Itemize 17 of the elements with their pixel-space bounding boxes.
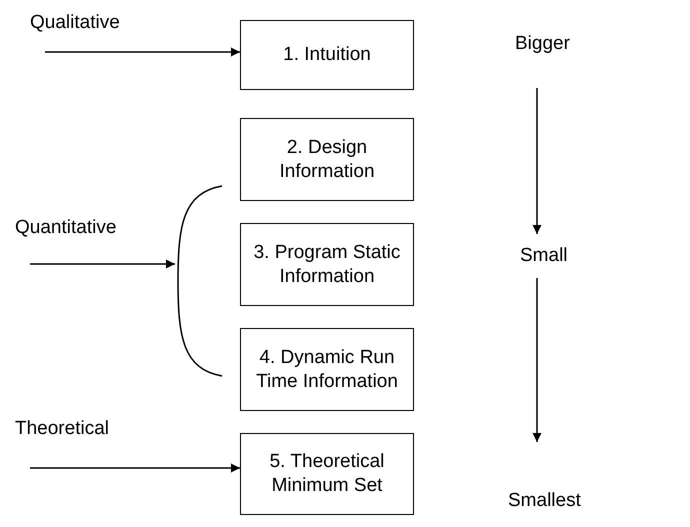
- process-box: 3. Program Static Information: [240, 223, 414, 306]
- arrow: [45, 48, 240, 56]
- bracket: [175, 185, 225, 377]
- process-box: 5. Theoretical Minimum Set: [240, 433, 414, 515]
- arrow: [532, 278, 542, 442]
- arrow: [532, 88, 542, 234]
- text-label: Quantitative: [15, 217, 165, 264]
- arrow: [30, 464, 240, 472]
- text-label: Small: [520, 234, 580, 278]
- text-label: Theoretical: [15, 418, 165, 468]
- arrow: [30, 260, 175, 268]
- text-label: Smallest: [508, 442, 590, 512]
- process-box: 1. Intuition: [240, 20, 414, 90]
- text-label: Bigger: [515, 33, 575, 88]
- process-box: 2. Design Information: [240, 118, 414, 201]
- text-label: Qualitative: [30, 12, 140, 52]
- process-box: 4. Dynamic Run Time Information: [240, 328, 414, 411]
